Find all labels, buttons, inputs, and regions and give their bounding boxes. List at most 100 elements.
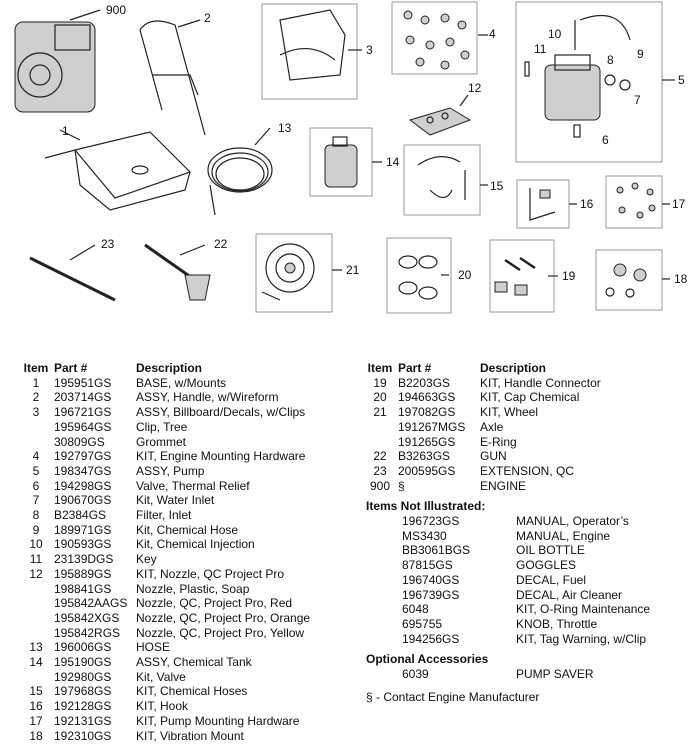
part-number: § (398, 478, 405, 493)
footnote: § - Contact Engine Manufacturer (366, 689, 540, 704)
item-number (22, 611, 50, 626)
part-number: 190670GS (54, 493, 112, 508)
part-description: KIT, O-Ring Maintenance (516, 602, 651, 617)
billboard-part (279, 9, 362, 81)
part-number: 196740GS (402, 572, 460, 587)
item-number: 2 (32, 390, 40, 405)
callout-3: 3 (366, 43, 373, 57)
part-number: 196739GS (402, 587, 460, 602)
part-number: 195190GS (54, 655, 112, 670)
item-number (22, 670, 50, 685)
table-row: 196739GS DECAL, Air Cleaner (366, 588, 650, 603)
item-number: 12 (29, 566, 43, 581)
part-number: 194256GS (402, 631, 460, 646)
part-number: 189971GS (54, 522, 112, 537)
part-description: DECAL, Fuel (516, 572, 587, 587)
part-number: 200595GS (398, 463, 456, 478)
item-number: 900 (369, 478, 391, 493)
item-number: 13 (29, 640, 43, 655)
part-number: 191265GS (398, 434, 456, 449)
pump-mount-hardware-part (616, 182, 670, 219)
part-description: OIL BOTTLE (516, 543, 585, 558)
chemical-hoses-part (417, 156, 488, 200)
part-number: 30809GS (54, 434, 105, 449)
part-description: MANUAL, Operator’s (516, 514, 629, 529)
part-number: 192310GS (54, 728, 112, 743)
item-number: 22 (373, 449, 387, 464)
item-number: 15 (29, 684, 43, 699)
part-number: 197082GS (398, 405, 456, 420)
item-number: 1 (32, 375, 40, 390)
callout-12: 12 (468, 81, 482, 95)
callout-7: 7 (634, 93, 641, 107)
wheel-part (261, 243, 342, 301)
engine-part (14, 9, 101, 113)
part-description: GUN (480, 449, 507, 464)
gun-part (144, 243, 211, 301)
item-number (22, 596, 50, 611)
item-number: 7 (32, 493, 40, 508)
part-number: 197968GS (54, 684, 112, 699)
part-number: 194663GS (398, 390, 456, 405)
callout-13: 13 (278, 121, 292, 135)
item-number: 8 (32, 508, 40, 523)
item-number (22, 582, 50, 597)
part-number: 192128GS (54, 699, 112, 714)
part-number: 23139DGS (54, 552, 114, 567)
part-description: EXTENSION, QC (480, 463, 575, 478)
callout-23: 23 (101, 237, 115, 251)
callout-6: 6 (602, 133, 609, 147)
part-number: 198841GS (54, 581, 112, 596)
part-description: PUMP SAVER (516, 667, 594, 682)
part-description: ASSY, Pump (136, 463, 205, 478)
callout-19: 19 (562, 269, 576, 283)
item-number: 9 (32, 522, 40, 537)
chemical-cap-part (398, 255, 449, 300)
callout-4: 4 (489, 27, 496, 41)
part-description: Clip, Tree (136, 419, 188, 434)
nozzle-kit-part (408, 94, 472, 136)
part-description: KIT, Hook (136, 699, 189, 714)
part-description: Kit, Valve (136, 669, 186, 684)
item-number: 17 (29, 713, 43, 728)
part-description: DECAL, Air Cleaner (516, 587, 623, 602)
part-description: Nozzle, QC, Project Pro, Orange (136, 610, 311, 625)
part-number: 695755 (402, 616, 443, 631)
part-description: KIT, Engine Mounting Hardware (136, 449, 306, 464)
chemical-tank-part (324, 136, 382, 188)
part-description: Kit, Water Inlet (136, 493, 215, 508)
vibration-mount-part (605, 263, 670, 298)
optional-title: Optional Accessories (366, 652, 489, 667)
part-description: KNOB, Throttle (516, 616, 598, 631)
callout-21: 21 (346, 263, 360, 277)
table-row: 7 190670GS Kit, Water Inlet (22, 493, 310, 508)
part-description: E-Ring (480, 434, 517, 449)
part-description: ENGINE (480, 478, 527, 493)
item-number: 3 (32, 405, 40, 420)
part-number: 195964GS (54, 419, 112, 434)
part-description: Grommet (136, 434, 187, 449)
table-row: 191265GS E-Ring (366, 435, 650, 450)
item-number (22, 420, 50, 435)
handle-connector-part (494, 256, 558, 296)
part-number: B2203GS (398, 375, 451, 390)
part-number: 192797GS (54, 449, 112, 464)
callout-15: 15 (490, 179, 504, 193)
item-number: 21 (373, 405, 387, 420)
hose-part (207, 127, 273, 216)
part-description: KIT, Wheel (480, 405, 539, 420)
